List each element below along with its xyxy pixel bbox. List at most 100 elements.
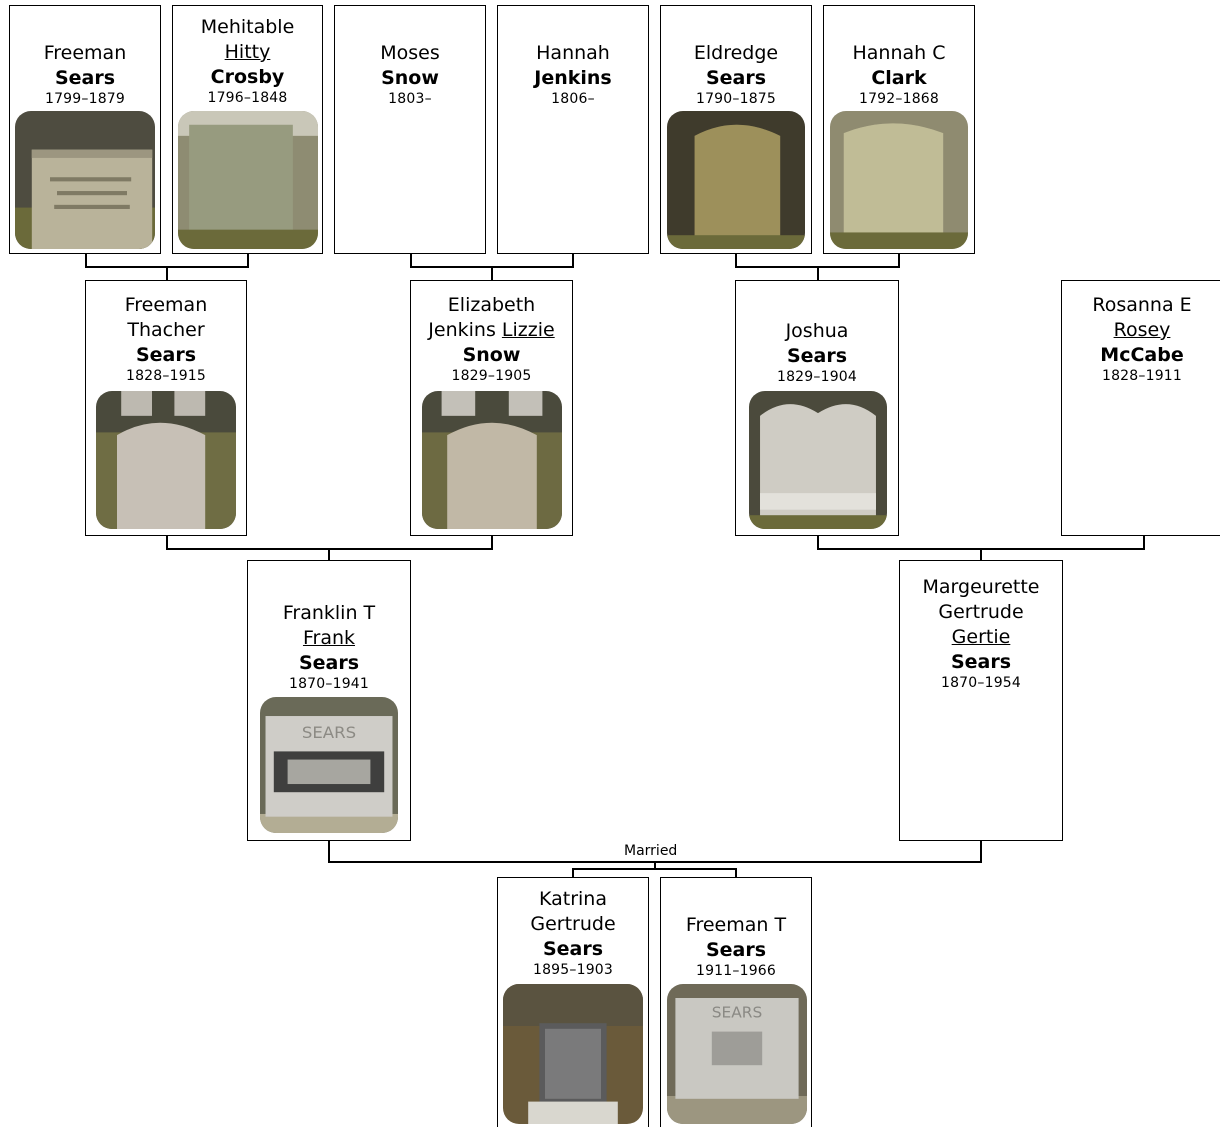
surname: Sears bbox=[950, 651, 1012, 673]
life-years: 1829–1904 bbox=[776, 369, 858, 385]
person-card[interactable]: Katrina Gertrude Sears 1895–1903 bbox=[497, 877, 649, 1127]
given-name: Freeman bbox=[124, 294, 208, 316]
stone-inscription: SEARS bbox=[712, 1004, 763, 1022]
surname: Sears bbox=[298, 652, 360, 674]
connector bbox=[410, 253, 412, 267]
nickname: Rosey bbox=[1113, 319, 1171, 341]
headstone-photo bbox=[830, 111, 968, 249]
life-years: 1796–1848 bbox=[207, 90, 288, 106]
person-card[interactable]: Franklin T Frank Sears 1870–1941 SEARS bbox=[247, 560, 411, 841]
connector bbox=[85, 253, 87, 267]
given-name: Hannah C bbox=[852, 42, 946, 64]
life-years: 1895–1903 bbox=[532, 962, 614, 978]
person-card[interactable]: Freeman T Sears 1911–1966 SEARS bbox=[660, 877, 812, 1127]
person-card[interactable]: Freeman Thacher Sears 1828–1915 bbox=[85, 280, 247, 536]
connector bbox=[735, 868, 737, 878]
life-years: 1829–1905 bbox=[451, 368, 532, 384]
person-card[interactable]: Margeurette Gertrude Gertie Sears 1870–1… bbox=[899, 560, 1063, 841]
given-name: Elizabeth bbox=[447, 294, 536, 316]
surname: Clark bbox=[871, 67, 927, 89]
connector bbox=[817, 266, 819, 281]
connector bbox=[735, 253, 737, 267]
surname: McCabe bbox=[1100, 344, 1184, 366]
surname: Sears bbox=[786, 345, 848, 367]
life-years: 1803– bbox=[388, 91, 432, 107]
connector bbox=[166, 266, 168, 281]
headstone-photo bbox=[503, 984, 643, 1124]
connector bbox=[491, 266, 493, 281]
surname: Jenkins bbox=[534, 67, 612, 89]
headstone-photo bbox=[667, 111, 805, 249]
surname: Crosby bbox=[210, 66, 285, 88]
surname: Sears bbox=[54, 67, 116, 89]
connector bbox=[572, 868, 574, 878]
person-card[interactable]: Rosanna E Rosey McCabe 1828–1911 bbox=[1061, 280, 1220, 536]
connector bbox=[817, 535, 819, 549]
given-name: Hannah bbox=[536, 42, 610, 64]
surname: Snow bbox=[381, 67, 439, 89]
life-years: 1911–1966 bbox=[695, 963, 777, 979]
headstone-photo bbox=[749, 391, 887, 529]
given-name: Mehitable bbox=[200, 16, 295, 38]
headstone-photo: SEARS bbox=[667, 984, 807, 1124]
given-name: Katrina bbox=[539, 888, 607, 910]
connector bbox=[166, 548, 493, 550]
person-card[interactable]: Moses Snow 1803– bbox=[334, 5, 486, 254]
connector bbox=[247, 253, 249, 267]
person-card[interactable]: Elizabeth Jenkins Lizzie Snow 1829–1905 bbox=[410, 280, 573, 536]
connector bbox=[1143, 535, 1145, 549]
middle-name: Gertrude bbox=[938, 601, 1024, 623]
headstone-photo bbox=[178, 111, 318, 249]
stone-inscription: SEARS bbox=[302, 723, 356, 742]
person-card[interactable]: Mehitable Hitty Crosby 1796–1848 bbox=[172, 5, 323, 254]
connector bbox=[328, 548, 330, 561]
middle-name: Jenkins bbox=[428, 319, 496, 341]
surname: Sears bbox=[705, 67, 767, 89]
given-name: Joshua bbox=[785, 320, 849, 342]
given-name: Margeurette bbox=[922, 576, 1040, 598]
life-years: 1799–1879 bbox=[44, 91, 126, 107]
life-years: 1870–1941 bbox=[288, 676, 370, 692]
headstone-photo bbox=[15, 111, 155, 249]
connector bbox=[980, 840, 982, 862]
married-label: Married bbox=[624, 843, 678, 859]
nickname: Hitty bbox=[224, 41, 271, 63]
connector bbox=[654, 861, 656, 869]
person-card[interactable]: Hannah C Clark 1792–1868 bbox=[823, 5, 975, 254]
given-name: Franklin T bbox=[282, 602, 376, 624]
middle-name: Thacher bbox=[127, 319, 205, 341]
life-years: 1870–1954 bbox=[940, 675, 1022, 691]
given-name: Freeman T bbox=[685, 914, 787, 936]
given-name: Eldredge bbox=[693, 42, 779, 64]
life-years: 1790–1875 bbox=[695, 91, 777, 107]
surname: Sears bbox=[705, 939, 767, 961]
connector bbox=[980, 548, 982, 561]
given-name: Moses bbox=[380, 42, 440, 64]
person-card[interactable]: Freeman Sears 1799–1879 bbox=[9, 5, 161, 254]
person-card[interactable]: Eldredge Sears 1790–1875 bbox=[660, 5, 812, 254]
surname: Sears bbox=[542, 938, 604, 960]
surname: Snow bbox=[462, 344, 521, 366]
person-card[interactable]: Hannah Jenkins 1806– bbox=[497, 5, 649, 254]
life-years: 1792–1868 bbox=[858, 91, 940, 107]
headstone-photo bbox=[96, 391, 236, 529]
nickname: Frank bbox=[302, 627, 356, 649]
connector bbox=[898, 253, 900, 267]
surname: Sears bbox=[135, 344, 197, 366]
middle-name: Gertrude bbox=[530, 913, 616, 935]
connector bbox=[572, 253, 574, 267]
life-years: 1828–1915 bbox=[125, 368, 207, 384]
given-name: Rosanna E bbox=[1092, 294, 1192, 316]
connector bbox=[166, 535, 168, 549]
headstone-photo bbox=[422, 391, 562, 529]
person-card[interactable]: Joshua Sears 1829–1904 bbox=[735, 280, 899, 536]
connector bbox=[328, 840, 330, 862]
given-name: Freeman bbox=[43, 42, 127, 64]
life-years: 1806– bbox=[551, 91, 595, 107]
connector bbox=[491, 535, 493, 549]
life-years: 1828–1911 bbox=[1101, 368, 1183, 384]
connector bbox=[572, 868, 737, 870]
nickname: Lizzie bbox=[501, 319, 555, 341]
nickname: Gertie bbox=[951, 626, 1011, 648]
headstone-photo: SEARS bbox=[260, 697, 398, 833]
